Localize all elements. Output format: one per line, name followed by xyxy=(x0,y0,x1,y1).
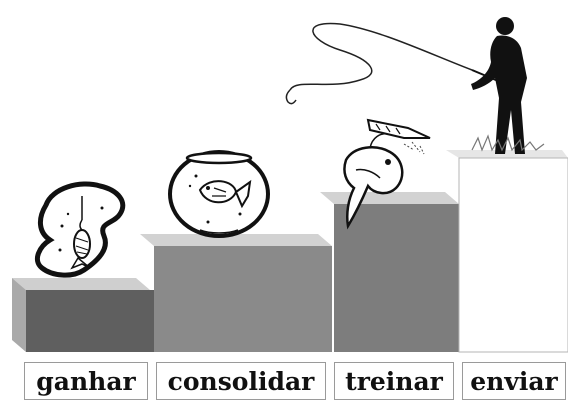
step-label-consolidar: consolidar xyxy=(156,362,326,400)
step-label-enviar: enviar xyxy=(462,362,566,400)
step-label-ganhar: ganhar xyxy=(24,362,148,400)
step-consolidar xyxy=(140,234,332,352)
step-ganhar xyxy=(12,278,156,352)
fisherman-silhouette-icon xyxy=(471,17,545,154)
step-label-treinar: treinar xyxy=(334,362,454,400)
step-treinar xyxy=(320,192,459,352)
fishing-line xyxy=(285,22,473,105)
jumping-fish-icon xyxy=(343,118,431,230)
step-enviar xyxy=(446,150,568,353)
step-labels: ganhar consolidar treinar enviar xyxy=(0,362,568,403)
fishbowl-icon xyxy=(168,150,270,238)
fish-on-hook-icon xyxy=(35,181,126,278)
